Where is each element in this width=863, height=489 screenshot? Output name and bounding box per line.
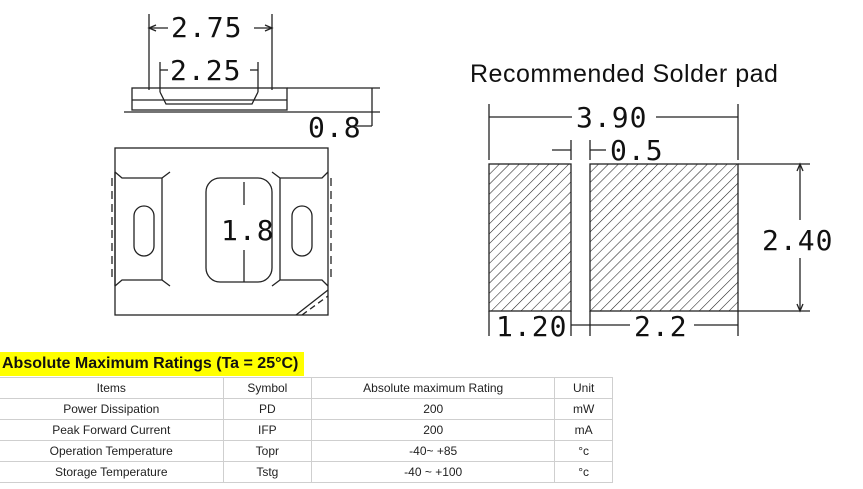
cell-rating: -40~ +85 [311, 440, 556, 462]
solder-pad-title: Recommended Solder pad [470, 60, 778, 88]
cell-unit: °c [554, 461, 613, 483]
solder-pad-left [488, 163, 572, 312]
cell-item: Storage Temperature [0, 461, 224, 483]
table-row: Operation Temperature Topr -40~ +85 °c [0, 440, 613, 462]
column-header-unit: Unit [554, 377, 613, 399]
cell-symbol: IFP [223, 419, 313, 441]
dim-height: 0.8 [308, 111, 362, 144]
table-row: Peak Forward Current IFP 200 mA [0, 419, 613, 441]
dim-pad-left-width: 1.20 [496, 310, 567, 343]
table-row: Storage Temperature Tstg -40 ~ +100 °c [0, 461, 613, 483]
ratings-title: Absolute Maximum Ratings (Ta = 25°C) [0, 352, 305, 376]
ratings-table: Items Symbol Absolute maximum Rating Uni… [0, 377, 613, 483]
cell-rating: 200 [311, 398, 556, 420]
cell-unit: mW [554, 398, 613, 420]
cell-symbol: Tstg [223, 461, 313, 483]
column-header-items: Items [0, 377, 224, 399]
cell-rating: 200 [311, 419, 556, 441]
cell-item: Power Dissipation [0, 398, 224, 420]
column-header-symbol: Symbol [223, 377, 313, 399]
table-row: Power Dissipation PD 200 mW [0, 398, 613, 420]
cell-unit: °c [554, 440, 613, 462]
dim-pad-total-width: 3.90 [576, 101, 647, 134]
dim-pad-height: 2.40 [762, 224, 833, 257]
dim-pad-right-width: 2.2 [634, 310, 688, 343]
dim-inner-width: 2.25 [170, 54, 241, 87]
cell-symbol: Topr [223, 440, 313, 462]
dim-lens-height: 1.8 [221, 214, 275, 247]
dim-top-width: 2.75 [171, 11, 242, 44]
solder-pad-right [589, 163, 739, 312]
cell-unit: mA [554, 419, 613, 441]
dim-pad-gap: 0.5 [610, 134, 664, 167]
cell-rating: -40 ~ +100 [311, 461, 556, 483]
side-view [124, 14, 380, 127]
cell-symbol: PD [223, 398, 313, 420]
cell-item: Peak Forward Current [0, 419, 224, 441]
cell-item: Operation Temperature [0, 440, 224, 462]
top-view [111, 147, 332, 316]
column-header-rating: Absolute maximum Rating [311, 377, 556, 399]
table-header-row: Items Symbol Absolute maximum Rating Uni… [0, 377, 613, 399]
solder-pad-drawing [488, 104, 810, 336]
package-dimension-drawing: 2.75 2.25 0.8 1.8 Recommended Solder pad [111, 11, 833, 343]
